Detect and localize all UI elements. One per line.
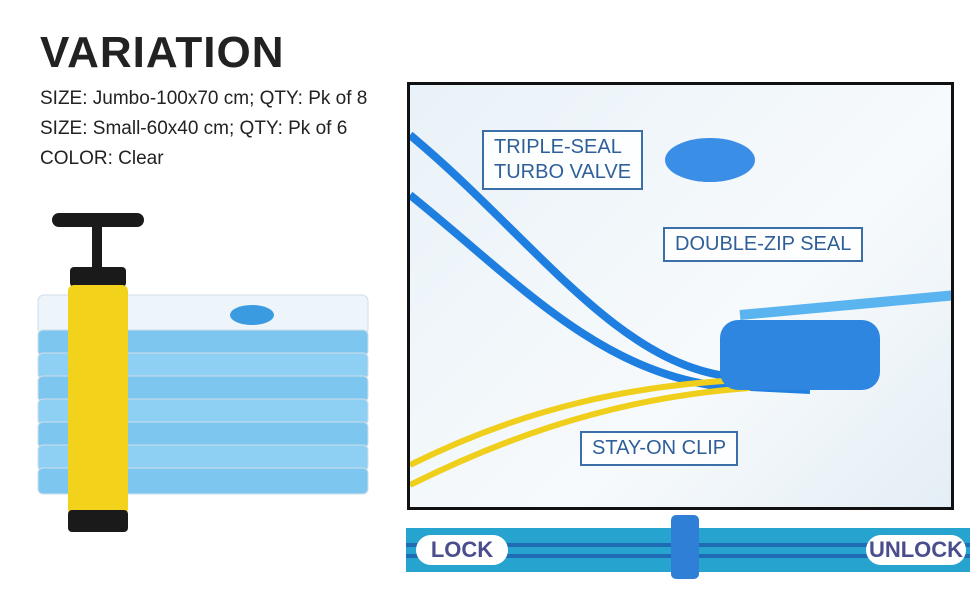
stay-on-clip-graphic	[720, 320, 880, 390]
product-closeup-image: TRIPLE-SEAL TURBO VALVE DOUBLE-ZIP SEAL …	[407, 82, 954, 510]
spec-size-jumbo: SIZE: Jumbo-100x70 cm; QTY: Pk of 8	[40, 88, 368, 109]
hand-pump	[52, 213, 144, 532]
spec-color: COLOR: Clear	[40, 148, 164, 169]
callout-zip: DOUBLE-ZIP SEAL	[663, 227, 864, 262]
zipper-illustration	[410, 131, 951, 488]
callout-valve-line2: TURBO VALVE	[494, 161, 632, 183]
valve-graphic	[665, 138, 755, 182]
page-title: VARIATION	[40, 28, 285, 77]
callout-valve-line1: TRIPLE-SEAL	[494, 136, 622, 158]
unlock-label: UNLOCK	[866, 535, 966, 565]
callout-clip: STAY-ON CLIP	[580, 431, 739, 466]
callout-valve: TRIPLE-SEAL TURBO VALVE	[482, 130, 644, 190]
lock-label: LOCK	[416, 535, 508, 565]
clip-icon	[671, 515, 699, 579]
pump-and-bags-image	[37, 213, 369, 532]
spec-size-small: SIZE: Small-60x40 cm; QTY: Pk of 6	[40, 118, 348, 139]
